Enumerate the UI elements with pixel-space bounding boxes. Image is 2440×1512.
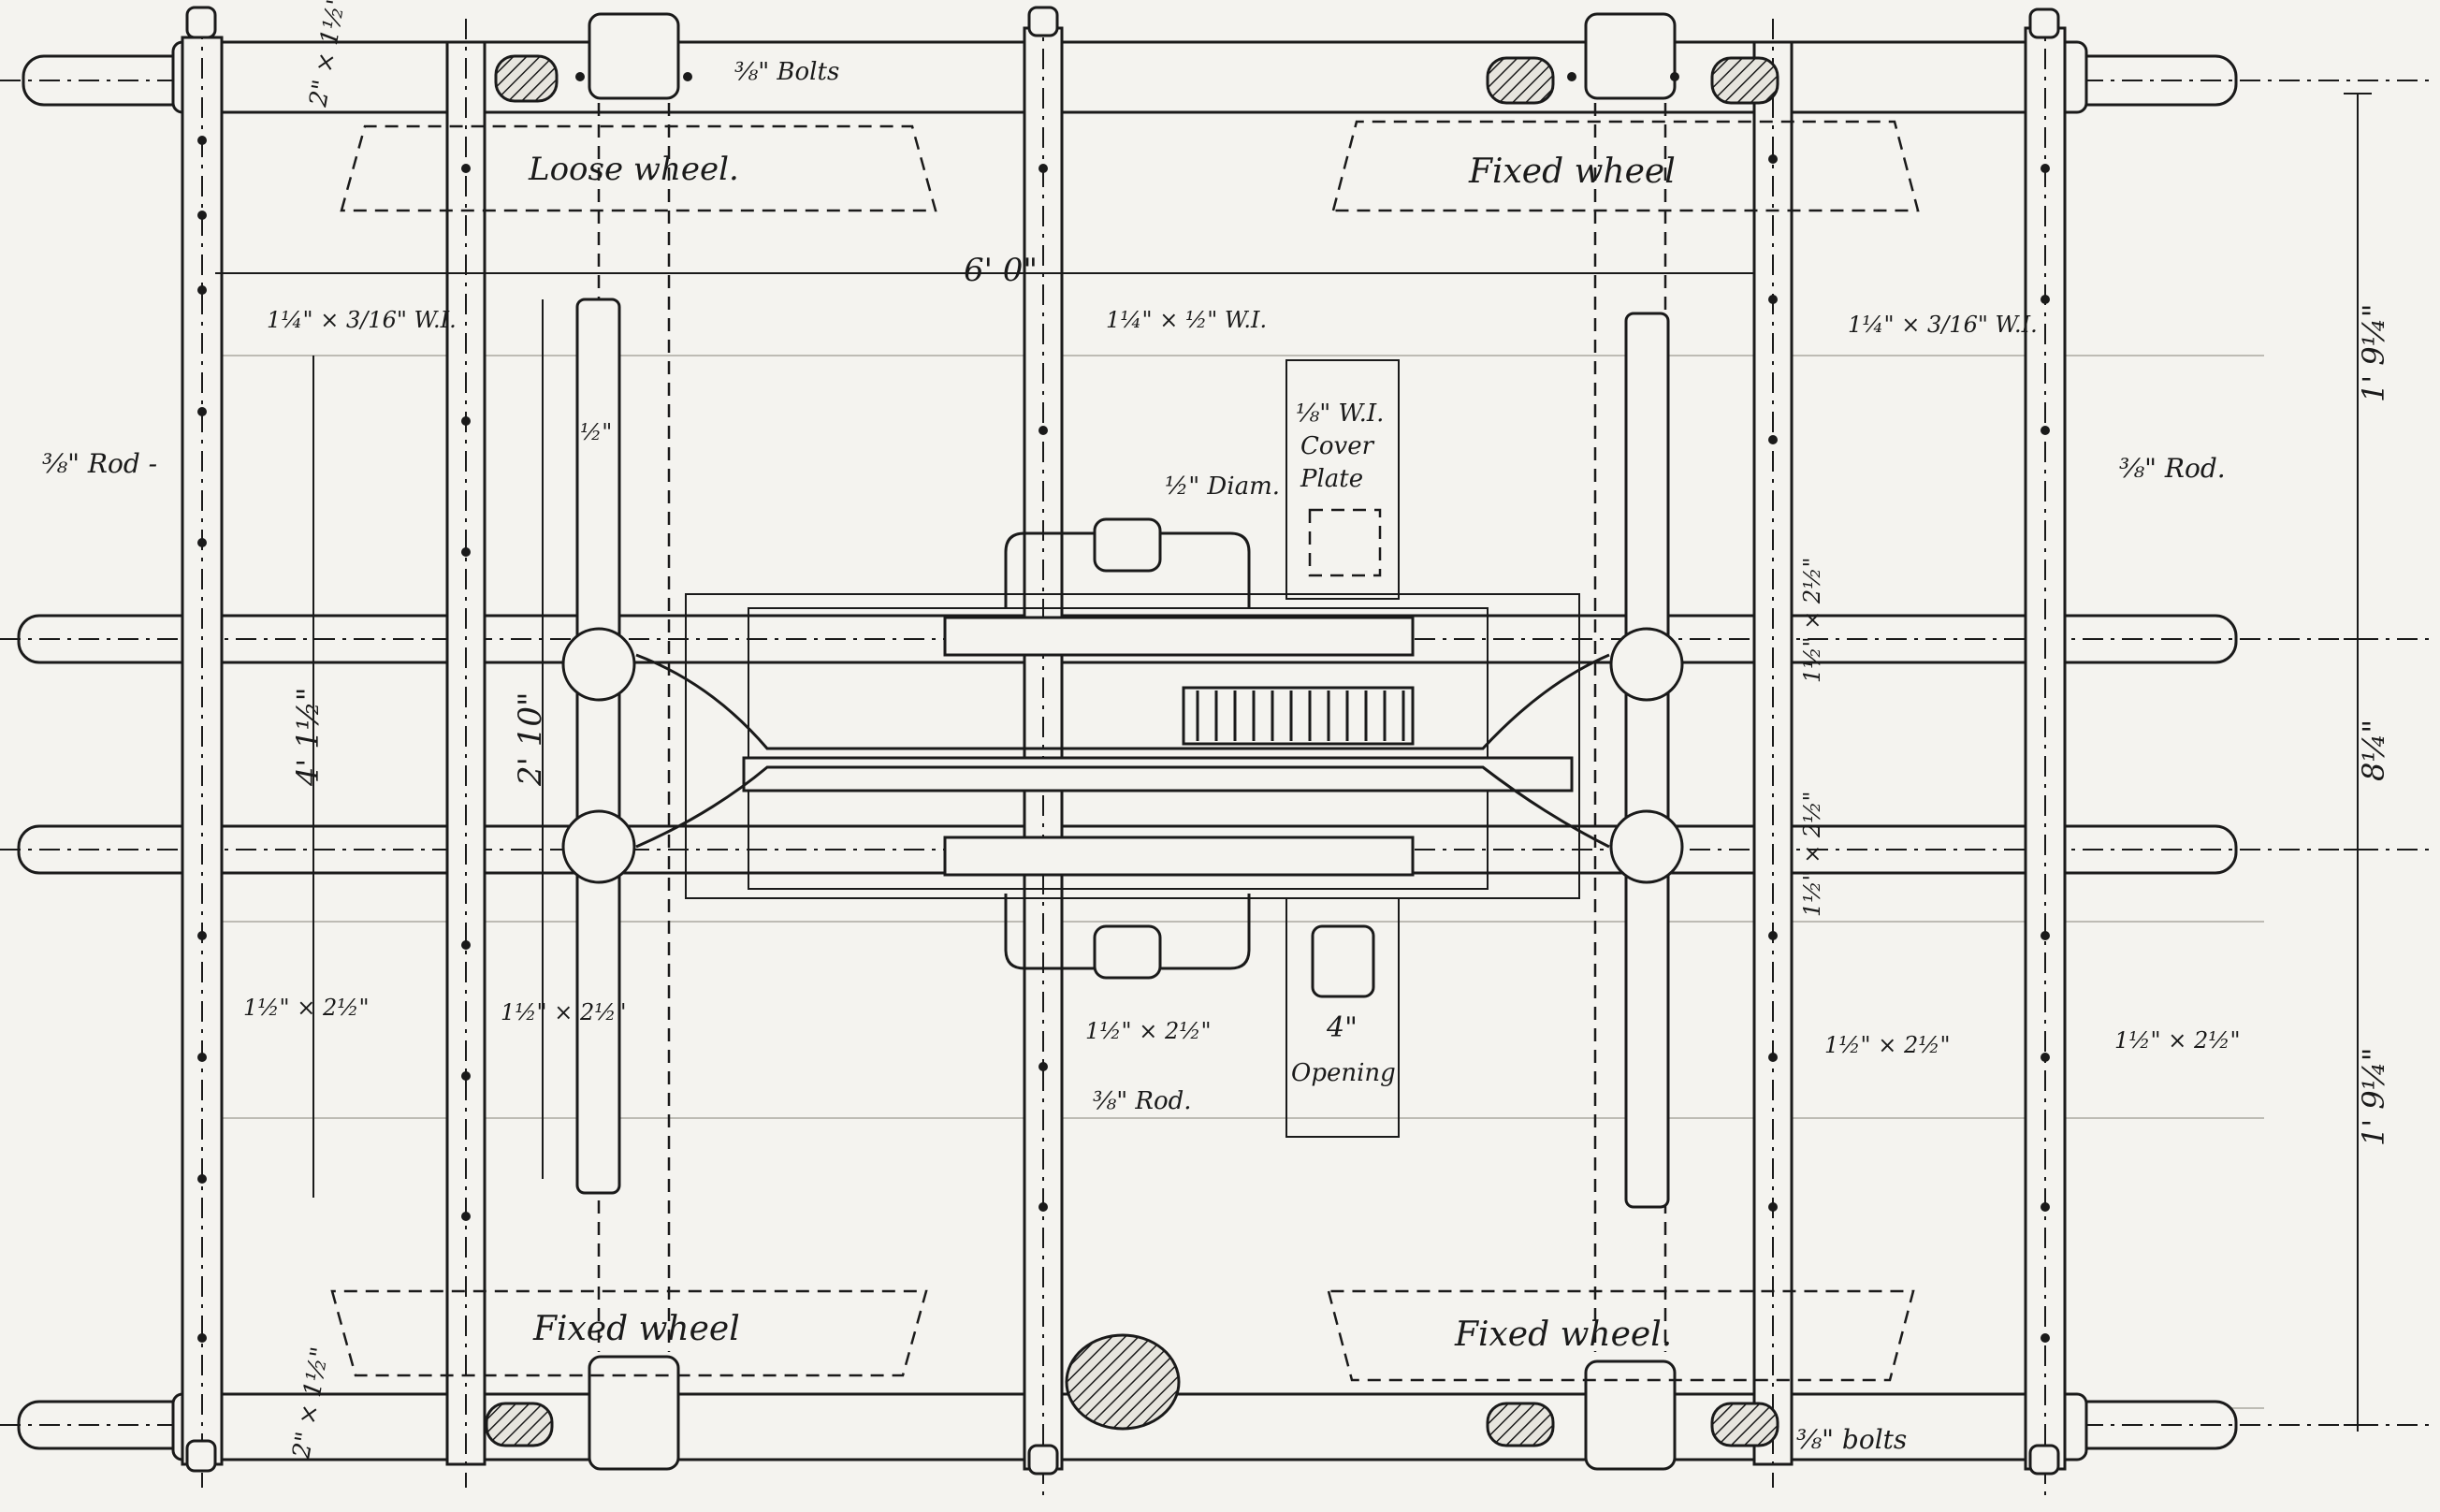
overall-width-dim: 6' 0"	[964, 252, 1038, 289]
bottom-bolts-note: ⅜" bolts	[1796, 1424, 1907, 1455]
bolts	[197, 72, 2050, 1343]
bar-size-c: 1½" × 2½"	[1085, 1018, 1212, 1044]
inner-span-dim: 2' 10"	[512, 691, 549, 787]
wi-right-note: 1¼" × 3/16" W.I.	[1848, 312, 2038, 338]
wi-left-note: 1¼" × 3/16" W.I.	[267, 307, 457, 333]
left-rod-note: ⅜" Rod -	[42, 448, 157, 479]
central-mechanism	[635, 359, 1610, 1138]
right-rod-note: ⅜" Rod.	[2119, 453, 2226, 484]
wheel-hubs	[588, 12, 1677, 1471]
fixed-wheel-bottom-right-label: Fixed wheel.	[1454, 1316, 1672, 1354]
vert-size-upper: 1½" × 2½"	[1799, 557, 1825, 683]
bar-size-e: 1½" × 2½"	[2114, 1027, 2241, 1054]
swivel-bars	[561, 298, 1684, 1209]
bar-size-d: 1½" × 2½"	[1824, 1032, 1951, 1058]
wheels	[330, 120, 1920, 1382]
cover-plate-line2: Plate	[1300, 465, 1363, 493]
cover-plate-line1: Cover	[1300, 432, 1375, 460]
left-span-dim: 4' 1½"	[290, 688, 326, 787]
background-guides	[215, 355, 2264, 1409]
right-bottom-dim: 1' 9¼"	[2356, 1048, 2391, 1146]
right-top-dim: 1' 9¼"	[2356, 304, 2391, 402]
bar-size-b: 1½" × 2½"	[501, 999, 627, 1025]
hatched-sections	[485, 54, 1779, 1447]
bar-size-a: 1½" × 2½"	[243, 995, 370, 1021]
center-rod-note: ⅜" Rod.	[1093, 1087, 1192, 1115]
vert-size-lower: 1½" × 2½"	[1799, 791, 1825, 917]
top-bolts-note: ⅜" Bolts	[734, 58, 839, 86]
fixed-wheel-top-label: Fixed wheel	[1468, 153, 1676, 191]
wi-center-note: 1¼" × ½" W.I.	[1106, 307, 1267, 333]
axle-shafts	[0, 54, 2433, 1450]
vertical-members	[181, 6, 2067, 1497]
pipe-diam-note: ½" Diam.	[1165, 472, 1280, 501]
loose-wheel-label: Loose wheel.	[528, 151, 739, 188]
half-inch-note: ½"	[580, 419, 612, 445]
opening-label: Opening	[1291, 1059, 1396, 1087]
cover-plate-size-note: ⅛" W.I.	[1296, 400, 1384, 428]
opening-width-dim: 4"	[1326, 1011, 1358, 1044]
gear-rack	[1196, 691, 1405, 741]
fixed-wheel-bottom-left-label: Fixed wheel	[532, 1310, 740, 1348]
right-middle-dim: 8¼"	[2356, 720, 2391, 781]
dimension-lines	[215, 93, 2372, 1432]
